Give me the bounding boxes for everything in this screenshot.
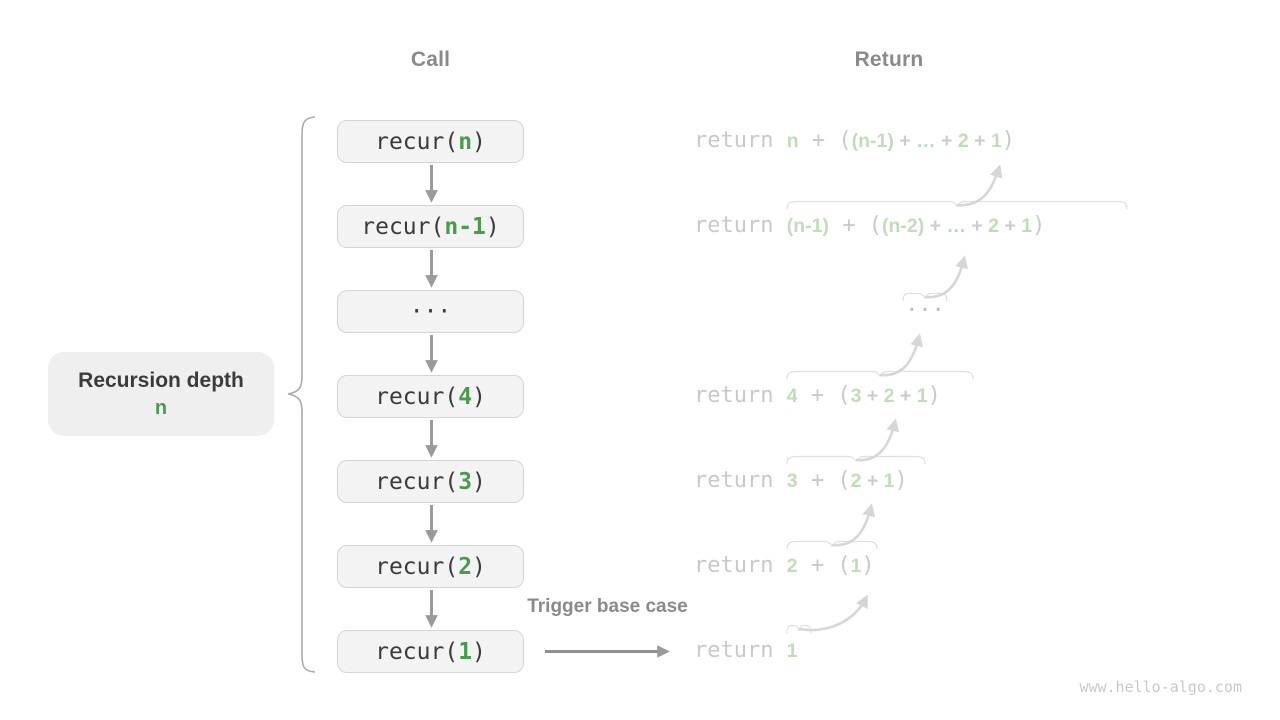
return-column-header: Return: [854, 48, 924, 71]
token: + (: [797, 383, 851, 408]
return-line-2: return 2 + (1): [694, 551, 875, 581]
token: + (: [797, 468, 851, 493]
return-line-n-1: return (n-1) + ((n-2) + … + 2 + 1): [694, 211, 1045, 241]
token: return: [694, 128, 787, 153]
brace-return-1: [786, 624, 812, 634]
call-box-recur-4: recur(4): [337, 375, 524, 418]
token: +: [965, 215, 989, 237]
token: 1: [786, 640, 798, 662]
token: + (: [828, 213, 882, 238]
brace-return-4: [786, 370, 974, 380]
token: (n-1): [851, 130, 894, 152]
token: 2: [883, 385, 895, 407]
return-line-3: return 3 + (2 + 1): [694, 466, 908, 496]
return-line-ellipsis: ···: [903, 296, 947, 326]
token: return: [694, 638, 787, 663]
brace-return-3: [786, 455, 926, 465]
call-box-recur-1: recur(1): [337, 630, 524, 673]
brace-return-n-1: [786, 200, 1128, 210]
return-arrow-icon: [956, 164, 1003, 207]
token: +: [861, 385, 884, 407]
trigger-base-case-label: Trigger base case: [527, 596, 688, 617]
return-arrow-icon: [798, 594, 868, 632]
token: return: [694, 213, 787, 238]
token: recur(: [375, 383, 459, 410]
call-box-recur-n-1: recur(n-1): [337, 205, 524, 248]
token: ): [894, 468, 908, 493]
token: 1: [883, 470, 895, 492]
token: 2: [458, 553, 473, 580]
token: + (: [798, 128, 852, 153]
call-box-recur-n: recur(n): [337, 120, 524, 163]
token: recur(: [375, 553, 459, 580]
watermark: www.hello-algo.com: [1079, 678, 1242, 696]
token: + (: [797, 553, 851, 578]
token: ): [472, 468, 486, 495]
token: 2: [957, 130, 969, 152]
token: …: [946, 215, 966, 237]
token: …: [916, 130, 936, 152]
token: ): [1032, 213, 1046, 238]
token: 1: [990, 130, 1002, 152]
token: +: [968, 130, 991, 152]
token: n: [458, 128, 473, 155]
return-line-4: return 4 + (3 + 2 + 1): [694, 381, 941, 411]
token: (n-1): [786, 215, 829, 237]
token: ): [927, 383, 941, 408]
recursion-depth-brace: [287, 116, 316, 673]
token: ): [472, 553, 486, 580]
call-box-recur-2: recur(2): [337, 545, 524, 588]
token: +: [924, 215, 947, 237]
token: 2: [850, 470, 862, 492]
token: ): [472, 128, 486, 155]
token: recur(: [375, 128, 459, 155]
token: recur(: [375, 638, 459, 665]
recursion-depth-label: Recursion depth n: [48, 352, 274, 436]
token: +: [861, 470, 884, 492]
return-arrow-icon: [924, 255, 969, 299]
return-arrow-icon: [831, 503, 876, 547]
return-arrow-icon: [855, 418, 900, 462]
token: ···: [409, 298, 452, 325]
token: 2: [786, 555, 798, 577]
token: recur(: [375, 468, 459, 495]
token: 1: [458, 638, 473, 665]
token: +: [935, 130, 958, 152]
token: 2: [988, 215, 1000, 237]
return-arrow-icon: [879, 333, 924, 377]
token: ): [485, 213, 500, 240]
call-box-recur-3: recur(3): [337, 460, 524, 503]
token: +: [893, 130, 917, 152]
token: 1: [1021, 215, 1033, 237]
token: n: [786, 130, 799, 152]
return-line-n: return n + ((n-1) + … + 2 + 1): [694, 126, 1015, 156]
token: return: [694, 383, 787, 408]
token: ···: [905, 298, 945, 323]
call-column-header: Call: [410, 48, 451, 71]
token: ): [1001, 128, 1016, 153]
call-box-ellipsis: ···: [337, 290, 524, 333]
token: +: [999, 215, 1022, 237]
brace-return-2: [786, 540, 878, 550]
token: ): [472, 638, 486, 665]
token: ): [861, 553, 875, 578]
token: 1: [916, 385, 928, 407]
token: recur(: [361, 213, 445, 240]
token: 4: [458, 383, 473, 410]
return-line-1: return 1: [694, 636, 798, 666]
token: 3: [458, 468, 473, 495]
token: 1: [850, 555, 862, 577]
token: +: [894, 385, 917, 407]
token: return: [694, 468, 787, 493]
token: ): [472, 383, 486, 410]
token: 4: [786, 385, 798, 407]
token: n-1: [444, 213, 486, 240]
recursion-depth-value: n: [154, 396, 168, 419]
recursion-depth-title: Recursion depth: [78, 368, 244, 392]
token: return: [694, 553, 787, 578]
token: 3: [786, 470, 798, 492]
token: 3: [850, 385, 862, 407]
token: (n-2): [881, 215, 925, 237]
